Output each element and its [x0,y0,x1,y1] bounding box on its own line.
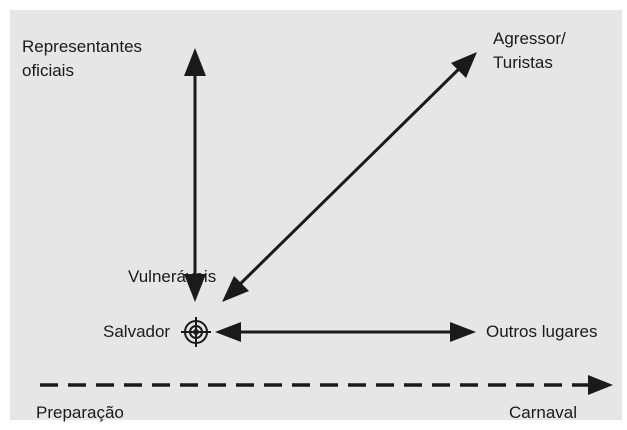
diagonal-double-arrow [222,52,477,302]
label-oficiais: oficiais [22,61,74,80]
label-salvador: Salvador [103,322,171,341]
crosshair-target-icon [181,317,211,347]
diagram-background [10,10,622,420]
horizontal-double-arrow [215,322,476,342]
label-carnaval: Carnaval [509,403,578,422]
label-turistas: Turistas [493,53,553,72]
label-agressor: Agressor/ [493,29,566,48]
label-vulneraveis: Vulneráveis [128,267,217,286]
timeline-dashed-arrow [40,375,613,395]
vertical-double-arrow [184,48,206,302]
label-outros-lugares: Outros lugares [486,322,598,341]
label-preparacao: Preparação [36,403,124,422]
label-representantes: Representantes [22,37,143,56]
